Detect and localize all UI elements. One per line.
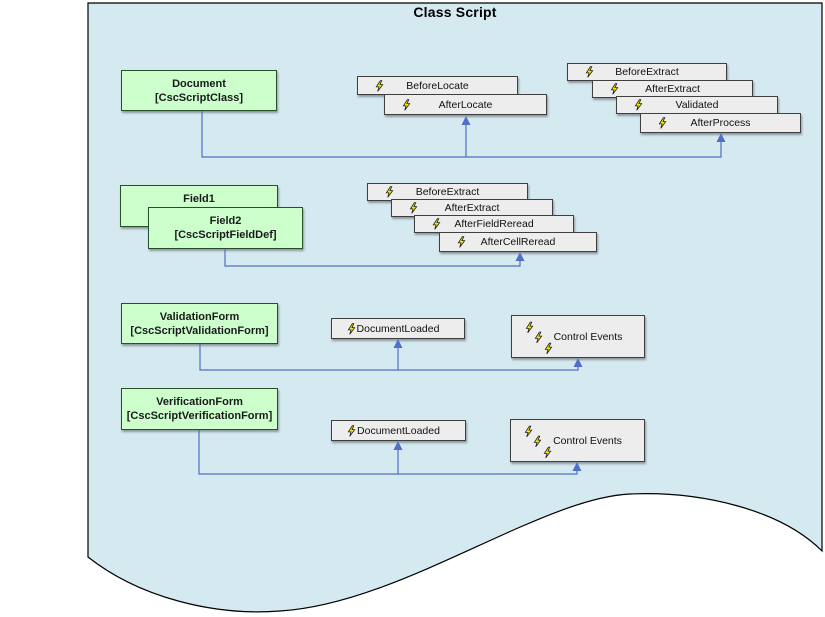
lightning-icon xyxy=(634,99,643,112)
lightning-icon xyxy=(525,321,534,334)
lightning-icon xyxy=(610,83,619,96)
lightning-icon xyxy=(409,202,418,215)
event-label: AfterLocate xyxy=(438,98,493,111)
class-box-field2-type: [CscScriptFieldDef] xyxy=(174,229,277,241)
class-box-validation-type: [CscScriptValidationForm] xyxy=(130,324,269,337)
class-box-field2: Field2 [CscScriptFieldDef] xyxy=(148,207,303,249)
lightning-icon xyxy=(432,218,441,231)
class-box-verification-type: [CscScriptVerificationForm] xyxy=(126,410,273,422)
class-box-verification-form: VerificationForm [CscScriptVerificationF… xyxy=(121,388,278,430)
lightning-icon xyxy=(543,446,552,459)
event-label: AfterExtract xyxy=(645,83,700,95)
class-box-verification-name: VerificationForm xyxy=(156,396,243,408)
class-box-validation-form: ValidationForm [CscScriptValidationForm] xyxy=(121,303,278,344)
lightning-icon xyxy=(534,331,543,344)
lightning-icon xyxy=(402,98,411,111)
event-box-after-locate: AfterLocate xyxy=(384,94,547,115)
class-box-validation-name: ValidationForm xyxy=(159,310,240,323)
lightning-icon xyxy=(544,342,553,355)
event-label: Control Events xyxy=(553,330,623,343)
event-box-after-field-reread: AfterFieldReread xyxy=(414,215,574,233)
lightning-icon xyxy=(347,322,356,335)
event-box-before-extract-class: BeforeExtract xyxy=(567,63,727,81)
class-box-field1-name: Field1 xyxy=(183,193,215,205)
diagram-title: Class Script xyxy=(413,4,497,20)
event-label: AfterFieldReread xyxy=(454,218,534,230)
event-label: AfterProcess xyxy=(690,117,751,129)
event-label: AfterCellReread xyxy=(480,236,556,248)
event-box-document-loaded-verification: DocumentLoaded xyxy=(331,420,466,441)
event-box-document-loaded-validation: DocumentLoaded xyxy=(331,318,465,339)
lightning-icon xyxy=(375,79,384,92)
event-label: BeforeExtract xyxy=(415,186,480,198)
lightning-icon xyxy=(385,186,394,199)
class-box-field2-name: Field2 xyxy=(209,215,242,227)
class-box-document: Document [CscScriptClass] xyxy=(121,70,277,111)
event-box-control-events-validation: Control Events xyxy=(511,315,645,358)
class-box-document-type: [CscScriptClass] xyxy=(154,91,244,104)
event-label: Control Events xyxy=(553,434,622,447)
event-label: BeforeExtract xyxy=(615,66,679,78)
lightning-icon xyxy=(457,236,466,249)
event-box-after-cell-reread: AfterCellReread xyxy=(439,232,597,252)
event-label: DocumentLoaded xyxy=(357,424,440,437)
event-label: BeforeLocate xyxy=(406,79,469,92)
event-box-after-extract-field: AfterExtract xyxy=(391,199,553,217)
event-box-control-events-verification: Control Events xyxy=(510,419,645,462)
event-label: Validated xyxy=(675,99,719,111)
class-box-document-name: Document xyxy=(172,77,226,90)
event-box-before-locate: BeforeLocate xyxy=(357,76,518,95)
event-label: DocumentLoaded xyxy=(356,322,440,335)
event-box-after-extract-class: AfterExtract xyxy=(592,80,753,98)
event-box-after-process: AfterProcess xyxy=(640,113,801,133)
event-box-before-extract-field: BeforeExtract xyxy=(367,183,528,201)
lightning-icon xyxy=(585,66,594,79)
event-label: AfterExtract xyxy=(444,202,500,214)
event-box-validated: Validated xyxy=(616,96,778,114)
